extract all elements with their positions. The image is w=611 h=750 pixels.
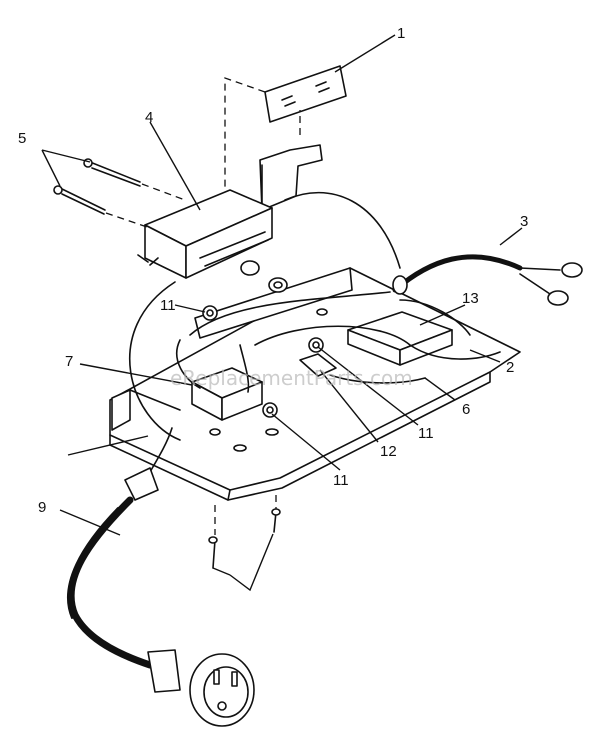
callout-13: 13 <box>462 290 479 307</box>
part-4-switch-box <box>137 189 273 279</box>
callout-11-right: 11 <box>418 425 434 442</box>
part-3-cord-terminals <box>284 191 583 306</box>
callout-11-bottom: 11 <box>333 472 349 489</box>
switch-bushing-nut <box>240 260 288 293</box>
callout-2: 2 <box>506 359 514 376</box>
internal-wiring <box>128 281 501 491</box>
callout-11-top: 11 <box>160 297 176 314</box>
part-5-screws <box>53 158 186 229</box>
callout-9: 9 <box>38 499 46 516</box>
callout-6: 6 <box>462 401 470 418</box>
part-13-module <box>347 311 453 366</box>
bottom-screws <box>208 495 281 569</box>
callout-3: 3 <box>520 213 528 230</box>
part-7-terminal-block <box>191 367 263 436</box>
part-1-cover-plate <box>224 65 347 220</box>
part-9-power-cord-plug <box>67 467 255 727</box>
part-11-nuts <box>202 305 324 418</box>
part-12-clip <box>299 353 337 377</box>
watermark-text: eReplacementParts.com <box>170 366 413 390</box>
callout-4: 4 <box>145 109 153 126</box>
leader-lines <box>41 34 523 592</box>
hold-down-bracket <box>259 144 323 211</box>
callout-7: 7 <box>65 353 73 370</box>
callout-5: 5 <box>18 130 26 147</box>
callout-1: 1 <box>397 25 405 42</box>
callout-12: 12 <box>380 443 397 460</box>
